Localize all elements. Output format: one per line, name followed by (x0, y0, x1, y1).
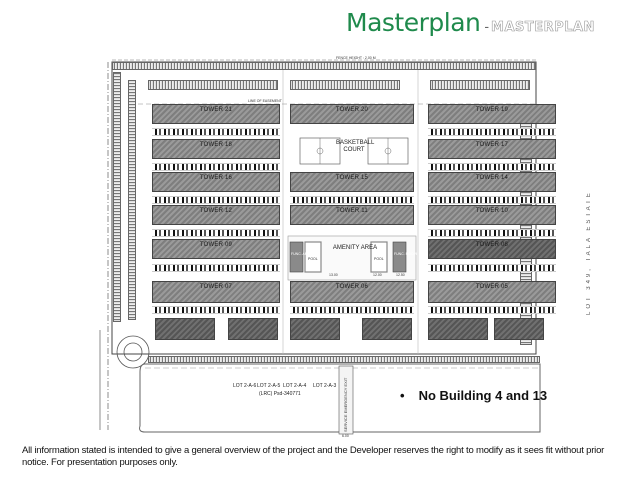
masterplan-drawing: FENCE HEIGHT : 2.00 M LINE OF EASEMENT T… (99, 56, 592, 438)
units-row (428, 163, 556, 171)
units-row (428, 264, 556, 272)
podium-block-mid-2 (362, 318, 412, 340)
units-row (428, 229, 556, 237)
tower-08: TOWER 08 (428, 239, 556, 259)
units-row (152, 264, 280, 272)
note-text: No Building 4 and 13 (418, 388, 548, 403)
lot-2-a-5: LOT 2-A-5 (257, 383, 281, 389)
tower-16: TOWER 16 (152, 172, 280, 192)
tower-21: TOWER 21 (152, 104, 280, 124)
tower-12: TOWER 12 (152, 205, 280, 225)
basketball-court-label: BASKETBALL COURT (336, 140, 375, 153)
units-row (152, 128, 280, 136)
tower-17: TOWER 17 (428, 139, 556, 159)
tower-07: TOWER 07 (152, 281, 280, 303)
easement-label: LINE OF EASEMENT (248, 99, 282, 103)
podium-block-left (155, 318, 215, 340)
lrc-psd-label: (LRC) Psd-340771 (259, 391, 301, 397)
func-area-label: FUNC. AREA (291, 252, 313, 256)
pool-dim-2: 12.00 (373, 273, 382, 277)
site-boundary-lines (99, 59, 541, 435)
parking-row-top-right (430, 80, 530, 90)
pool-dim-3: 12.50 (396, 273, 405, 277)
lot-2-a-3: LOT 2-A-3 (313, 383, 337, 389)
tower-11: TOWER 11 (290, 205, 414, 225)
pool-left-label: POOL (308, 257, 318, 261)
podium-block-left-2 (228, 318, 278, 340)
adjacent-lot-label: LOT 349, TALA ESTATE (586, 190, 592, 315)
top-parking-strip (112, 62, 536, 70)
amenity-area-label: AMENITY AREA (332, 245, 378, 251)
page-title: Masterplan-MASTERPLAN (346, 8, 595, 37)
units-row (290, 306, 414, 314)
tower-20: TOWER 20 (290, 104, 414, 124)
title-main: Masterplan (346, 8, 481, 37)
parking-column-left-inner (128, 80, 136, 320)
tower-14: TOWER 14 (428, 172, 556, 192)
title-subtitle: MASTERPLAN (491, 20, 595, 36)
disclaimer-text: All information stated is intended to gi… (22, 445, 605, 468)
units-row (428, 196, 556, 204)
tower-19: TOWER 19 (428, 104, 556, 124)
units-row (290, 196, 414, 204)
pool-dim-1: 13.00 (329, 273, 338, 277)
tower-10: TOWER 10 (428, 205, 556, 225)
units-row (428, 306, 556, 314)
tower-18: TOWER 18 (152, 139, 280, 159)
tower-06: TOWER 06 (290, 281, 414, 303)
parking-row-top-left (148, 80, 278, 90)
units-row (428, 128, 556, 136)
bottom-parking-strip (148, 356, 540, 363)
title-separator: - (484, 18, 490, 34)
note-no-building: • No Building 4 and 13 (400, 388, 547, 403)
func-room-label: FUNC. ROOM (394, 252, 417, 256)
tower-05: TOWER 05 (428, 281, 556, 303)
tower-15: TOWER 15 (290, 172, 414, 192)
podium-block-mid (290, 318, 340, 340)
tower-09: TOWER 09 (152, 239, 280, 259)
parking-row-top-mid (290, 80, 400, 90)
units-row (152, 306, 280, 314)
pool-right-label: POOL (374, 257, 384, 261)
exit-dimension-label: 6.00 (342, 434, 349, 438)
fence-height-label: FENCE HEIGHT : 2.00 M (336, 56, 376, 60)
units-row (152, 196, 280, 204)
podium-block-right-2 (494, 318, 544, 340)
units-row (152, 229, 280, 237)
lot-2-a-6: LOT 2-A-6 (233, 383, 257, 389)
units-row (152, 163, 280, 171)
parking-column-left-outer (113, 72, 121, 322)
bullet-icon: • (400, 388, 405, 403)
service-emergency-exit-label: SERVICE EMERGENCY EXIT (343, 377, 348, 432)
podium-block-right (428, 318, 488, 340)
lot-2-a-4: LOT 2-A-4 (283, 383, 307, 389)
